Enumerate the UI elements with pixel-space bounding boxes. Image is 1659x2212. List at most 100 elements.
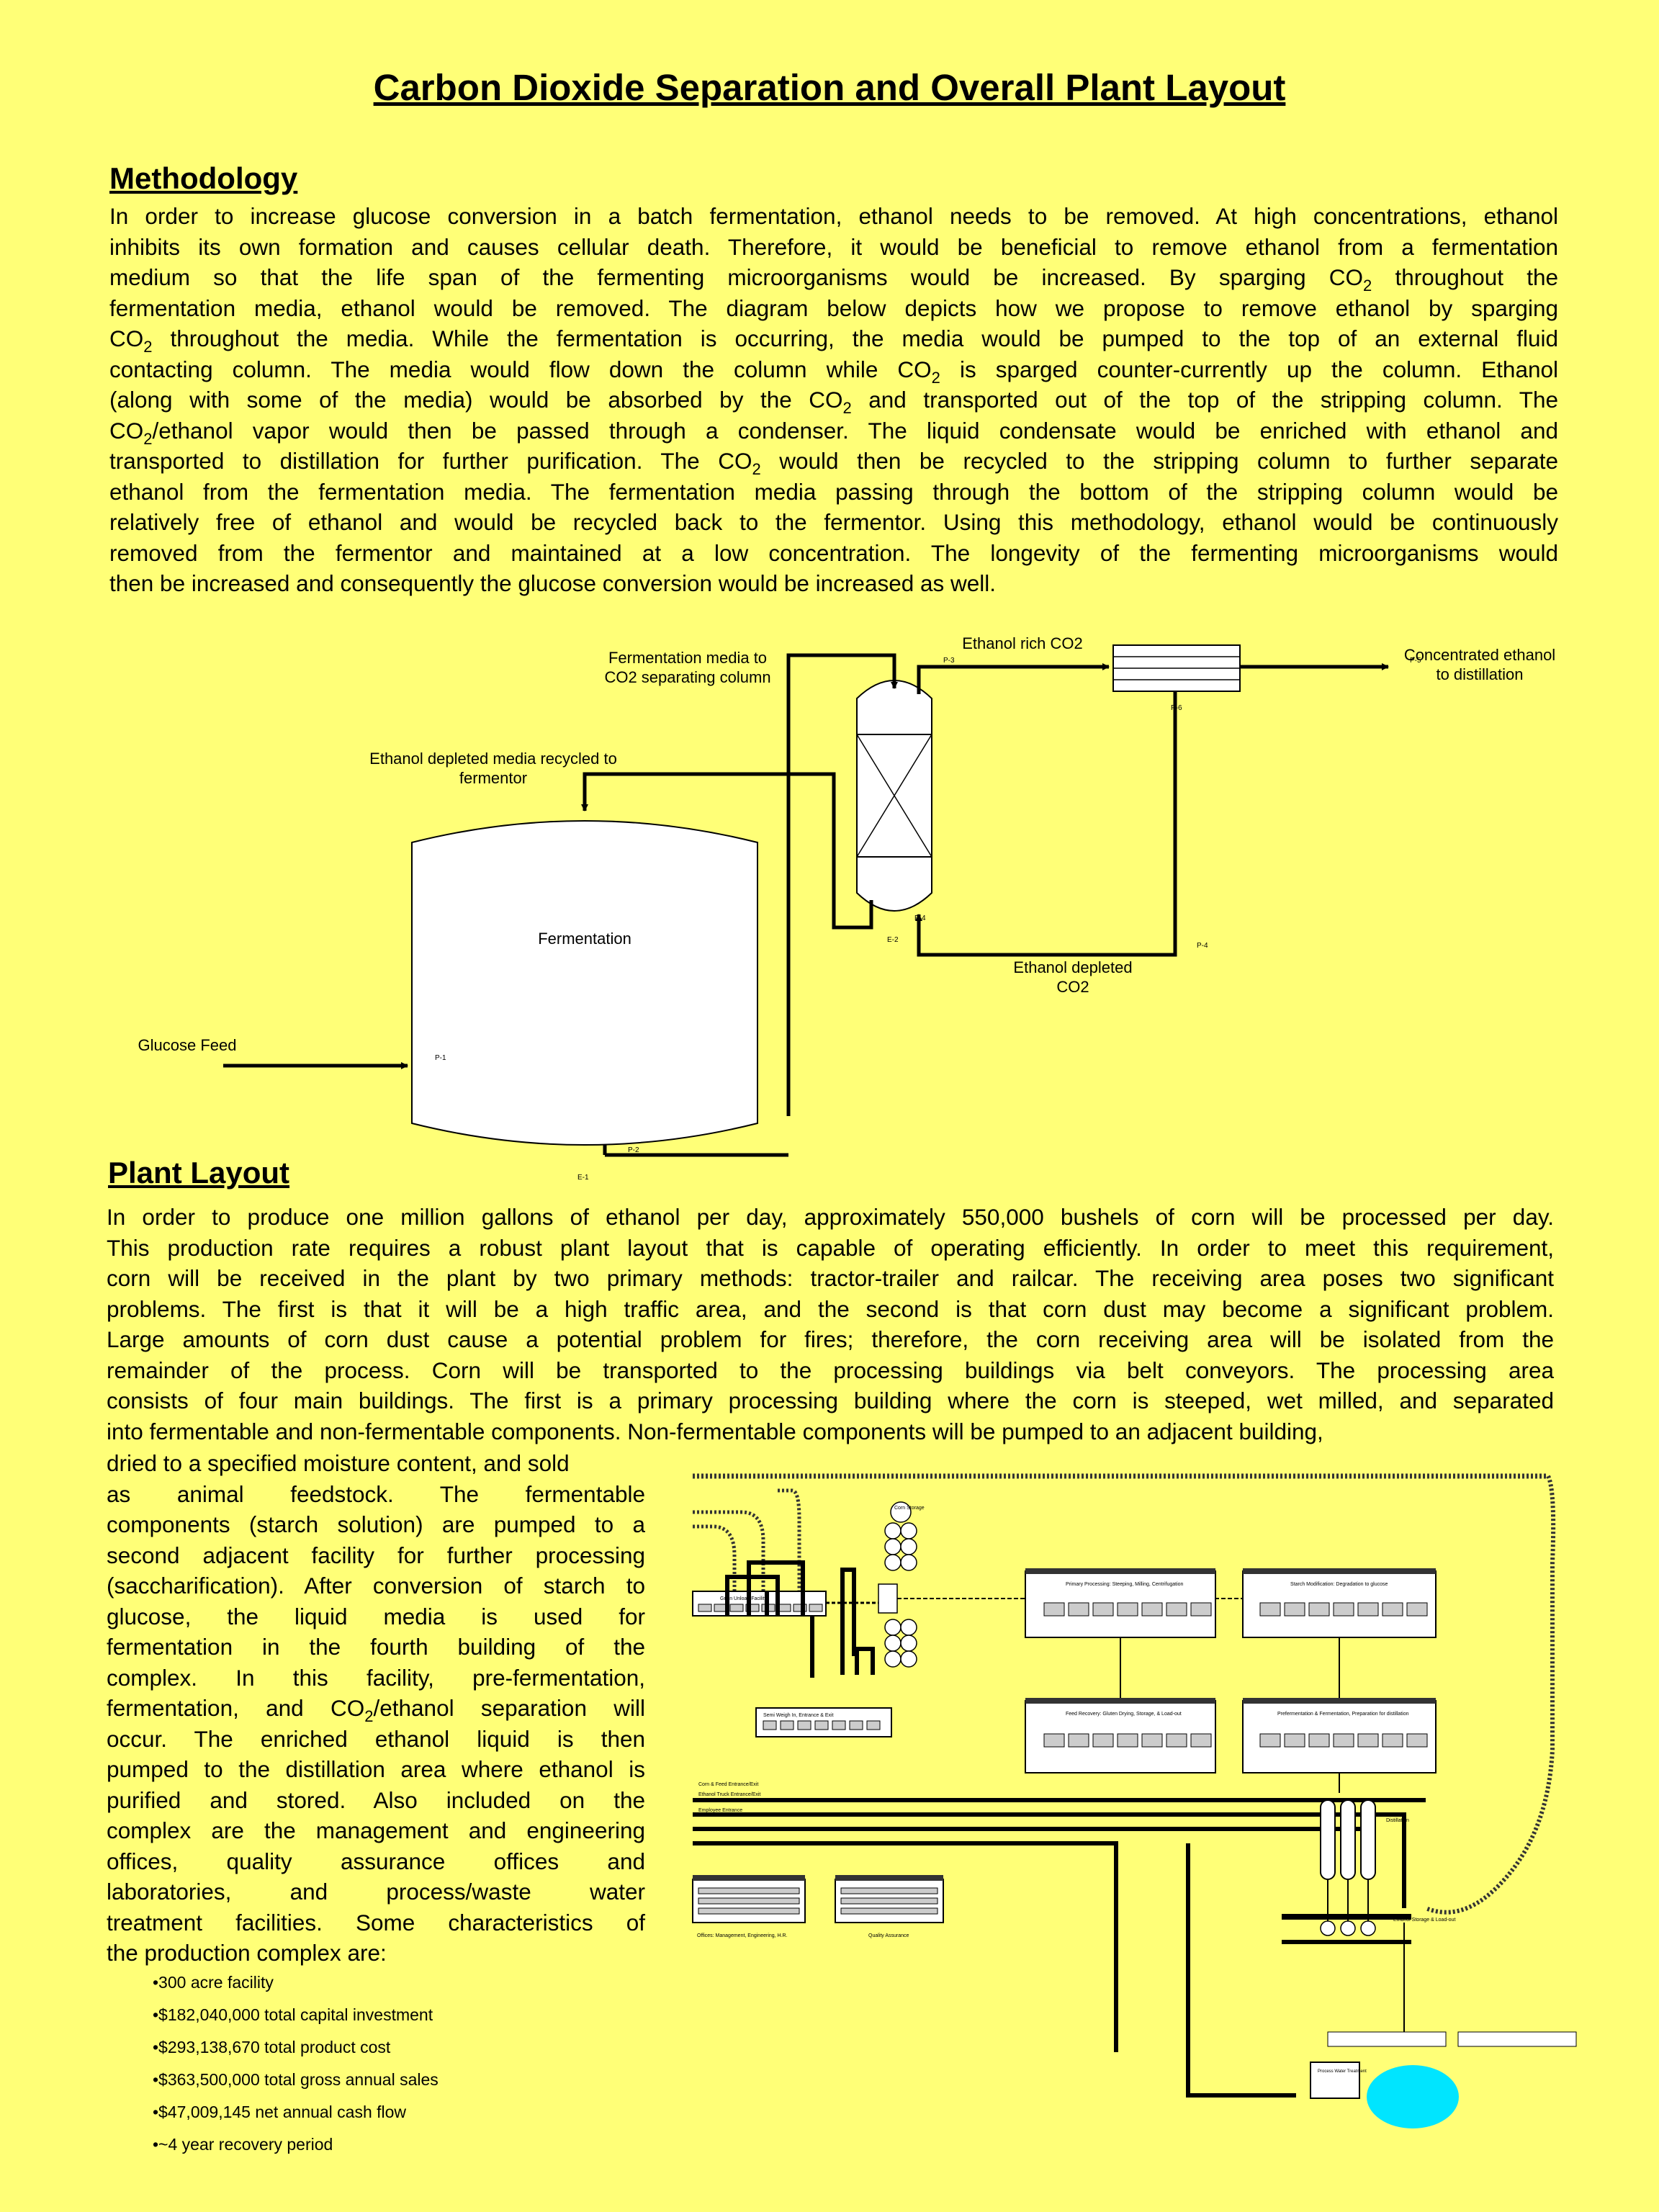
plant-layout-line: corn will be received in the plant by tw… bbox=[107, 1265, 1554, 1291]
plant-layout-line: treatment facilities. Some characteristi… bbox=[107, 1909, 645, 1936]
plant-layout-line: remainder of the process. Corn will be t… bbox=[107, 1357, 1554, 1383]
characteristics-list: •300 acre facility •$182,040,000 total c… bbox=[153, 1966, 439, 2161]
media-to-column-stream bbox=[786, 653, 898, 1116]
plant-layout-line: dried to a specified moisture content, a… bbox=[107, 1450, 570, 1476]
process-flow-diagram: P-3 P-5 P-6 P-4 P-2 P-1 E-2 E-1 P-4 bbox=[223, 644, 1421, 1182]
plant-layout-line: complex are the management and engineeri… bbox=[107, 1817, 645, 1843]
rail-cars bbox=[1282, 1914, 1411, 1920]
plant-layout-line: In order to produce one million gallons … bbox=[107, 1204, 1554, 1230]
methodology-line: contacting column. The media would flow … bbox=[109, 356, 1558, 387]
stream-tag: P-4 bbox=[1197, 942, 1208, 950]
svg-text:Semi Weigh In, Entrance & Exit: Semi Weigh In, Entrance & Exit bbox=[763, 1713, 834, 1718]
methodology-line: fermentation media, ethanol would be rem… bbox=[109, 295, 1558, 321]
label-media-to-column: Fermentation media to CO2 separating col… bbox=[604, 649, 771, 686]
plant-layout-line: laboratories, and process/waste water bbox=[107, 1879, 645, 1905]
depleted-media-recycle-stream bbox=[581, 772, 873, 930]
stream-tag: E-2 bbox=[887, 936, 899, 944]
plant-layout-line: fermentation, and CO2/ethanol separation… bbox=[107, 1695, 645, 1725]
svg-text:Offices: Management, Engineer: Offices: Management, Engineering, H.R. bbox=[697, 1933, 788, 1938]
methodology-line: then be increased and consequently the g… bbox=[109, 570, 997, 596]
methodology-line: CO2/ethanol vapor would then be passed t… bbox=[109, 417, 1558, 448]
stream-tag: P-4 bbox=[914, 914, 926, 922]
grain-unload-building bbox=[692, 1591, 827, 1617]
svg-text:Grain Unload Facility: Grain Unload Facility bbox=[720, 1596, 767, 1601]
railroad-right bbox=[1424, 1475, 1556, 1915]
svg-text:Process Water Treatment: Process Water Treatment bbox=[1318, 2069, 1367, 2074]
methodology-line: ethanol from the fermentation media. The… bbox=[109, 478, 1558, 505]
svg-text:Ethanol Storage & Load-out: Ethanol Storage & Load-out bbox=[1393, 1917, 1455, 1923]
methodology-line: transported to distillation for further … bbox=[109, 448, 1559, 478]
water-pond bbox=[1367, 2065, 1459, 2128]
list-item: •$293,138,670 total product cost bbox=[153, 2038, 391, 2056]
column-packing bbox=[856, 734, 932, 858]
list-item: •$363,500,000 total gross annual sales bbox=[153, 2070, 439, 2089]
svg-text:Feed Recovery: Gluten Drying,: Feed Recovery: Gluten Drying, Storage, &… bbox=[1066, 1712, 1182, 1717]
label-depleted-co2: Ethanol depleted CO2 bbox=[1013, 958, 1133, 996]
future-building bbox=[1327, 2031, 1447, 2047]
stream-tag: P-6 bbox=[1171, 704, 1182, 712]
svg-text:Primary Processing: Steeping,: Primary Processing: Steeping, Milling, C… bbox=[1066, 1582, 1184, 1587]
methodology-paragraph: In order to increase glucose conversion … bbox=[109, 201, 1558, 599]
methodology-line: CO2 throughout the media. While the ferm… bbox=[109, 325, 1558, 356]
list-item: •$47,009,145 net annual cash flow bbox=[153, 2103, 407, 2121]
plant-layout-line: This production rate requires a robust p… bbox=[107, 1234, 1554, 1261]
stream-tag: P-5 bbox=[1410, 657, 1421, 665]
plant-layout-heading: Plant Layout bbox=[108, 1156, 290, 1190]
plant-layout-line: problems. The first is that it will be a… bbox=[107, 1295, 1554, 1322]
plant-layout-paragraph-full: In order to produce one million gallons … bbox=[107, 1202, 1554, 1447]
plant-layout-line: occur. The enriched ethanol liquid is th… bbox=[107, 1725, 645, 1752]
plant-layout-line: as animal feedstock. The fermentable bbox=[107, 1480, 645, 1507]
future-building bbox=[1457, 2031, 1577, 2047]
plant-layout-line: (saccharification). After conversion of … bbox=[107, 1573, 645, 1599]
methodology-line: removed from the fermentor and maintaine… bbox=[109, 539, 1558, 566]
methodology-heading: Methodology bbox=[109, 161, 298, 195]
depleted-co2-recycle-stream bbox=[915, 691, 1177, 957]
stream-tag: P-1 bbox=[435, 1054, 446, 1062]
plant-layout-line: offices, quality assurance offices and bbox=[107, 1848, 645, 1874]
site-map: Grain Unload Facility Corn Storage Corn … bbox=[692, 1473, 1577, 2128]
label-glucose-feed: Glucose Feed bbox=[138, 1036, 237, 1054]
methodology-line: relatively free of ethanol and would be … bbox=[109, 509, 1558, 535]
svg-text:Prefermentation & Fermentation: Prefermentation & Fermentation, Preparat… bbox=[1277, 1712, 1409, 1717]
plant-layout-paragraph-narrow: dried to a specified moisture content, a… bbox=[107, 1448, 645, 1969]
svg-text:Corn Storage: Corn Storage bbox=[894, 1506, 925, 1511]
tank-trucks bbox=[1282, 1940, 1411, 1944]
list-item: •300 acre facility bbox=[153, 1973, 274, 1992]
plant-layout-line: consists of four main buildings. The fir… bbox=[107, 1388, 1554, 1413]
ethanol-storage-tanks bbox=[1320, 1920, 1376, 1936]
plant-layout-line: complex. In this facility, pre-fermentat… bbox=[107, 1664, 645, 1691]
plant-layout-line: into fermentable and non-fermentable com… bbox=[107, 1418, 1323, 1444]
plant-layout-line: pumped to the distillation area where et… bbox=[107, 1756, 645, 1782]
label-depleted-media: Ethanol depleted media recycled to ferme… bbox=[369, 750, 617, 787]
process-water-building bbox=[1310, 2062, 1360, 2099]
label-concentrated-ethanol: Concentrated ethanol to distillation bbox=[1403, 646, 1556, 683]
methodology-line: medium so that the life span of the ferm… bbox=[109, 264, 1558, 295]
label-ethanol-rich-co2: Ethanol rich CO2 bbox=[962, 634, 1083, 652]
svg-text:Quality Assurance: Quality Assurance bbox=[868, 1933, 909, 1938]
distillation-columns bbox=[1320, 1799, 1376, 1880]
page-title: Carbon Dioxide Separation and Overall Pl… bbox=[373, 67, 1286, 108]
methodology-line: (along with some of the media) would be … bbox=[109, 387, 1558, 417]
svg-text:Employee Entrance: Employee Entrance bbox=[698, 1808, 742, 1813]
label-fermentation: Fermentation bbox=[538, 930, 631, 948]
fermentor-vessel bbox=[411, 820, 758, 1146]
plant-layout-line: components (starch solution) are pumped … bbox=[107, 1511, 645, 1537]
methodology-line: inhibits its own formation and causes ce… bbox=[109, 233, 1558, 260]
stream-tag: P-2 bbox=[628, 1146, 639, 1154]
plant-layout-line: glucose, the liquid media is used for bbox=[107, 1603, 645, 1629]
stream-tag: E-1 bbox=[577, 1174, 589, 1182]
plant-layout-line: fermentation in the fourth building of t… bbox=[107, 1634, 645, 1660]
list-item: •~4 year recovery period bbox=[153, 2135, 333, 2154]
plant-layout-line: Large amounts of corn dust cause a poten… bbox=[107, 1326, 1554, 1352]
ethanol-rich-co2-stream bbox=[917, 663, 1110, 694]
plant-layout-line: second adjacent facility for further pro… bbox=[107, 1542, 645, 1568]
svg-text:Starch Modification: Degradat: Starch Modification: Degradation to gluc… bbox=[1290, 1582, 1388, 1587]
svg-text:Corn & Feed Entrance/Exit: Corn & Feed Entrance/Exit bbox=[698, 1782, 758, 1787]
plant-layout-line: purified and stored. Also included on th… bbox=[107, 1786, 645, 1813]
methodology-line: In order to increase glucose conversion … bbox=[109, 203, 1558, 229]
plant-layout-line: the production complex are: bbox=[107, 1940, 387, 1966]
corn-storage-silos bbox=[884, 1501, 917, 1668]
stream-tag: P-3 bbox=[943, 657, 955, 665]
svg-text:Distillation: Distillation bbox=[1386, 1818, 1409, 1823]
svg-text:Ethanol Truck Entrance/Exit: Ethanol Truck Entrance/Exit bbox=[698, 1792, 760, 1797]
